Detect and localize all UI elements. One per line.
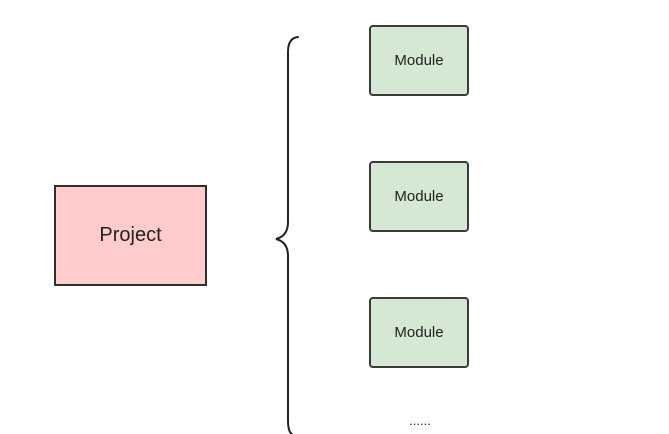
project-label: Project: [99, 224, 162, 246]
module-label: Module: [394, 324, 444, 341]
module-label: Module: [394, 188, 444, 205]
module-box: Module: [369, 25, 469, 96]
curly-brace: [275, 36, 299, 434]
module-box: Module: [369, 161, 469, 232]
module-box: Module: [369, 297, 469, 368]
module-label: Module: [394, 52, 444, 69]
continuation-ellipsis: ......: [409, 413, 431, 428]
project-box: Project: [54, 185, 207, 286]
